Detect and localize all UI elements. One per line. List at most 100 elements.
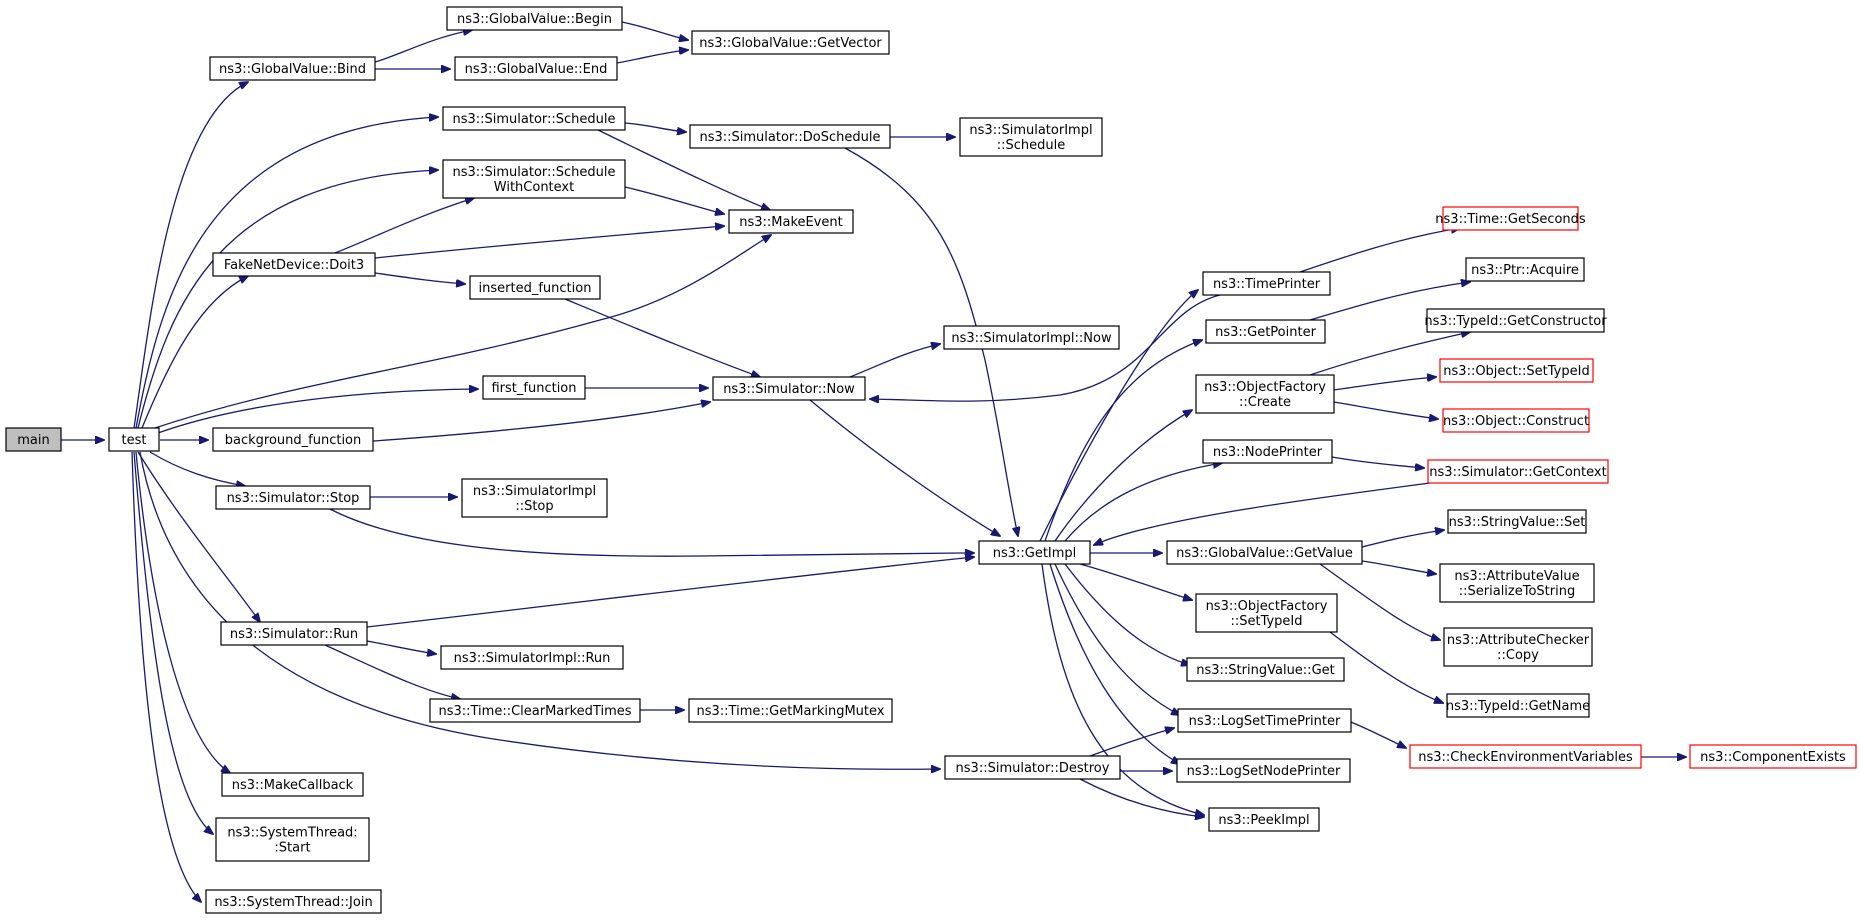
node-box[interactable] xyxy=(959,117,1103,157)
node-box[interactable] xyxy=(978,540,1091,565)
node-typeid_getname[interactable]: ns3::TypeId::GetName xyxy=(1446,693,1590,718)
node-box[interactable] xyxy=(1205,319,1326,344)
node-box[interactable] xyxy=(209,56,376,81)
node-thread_join[interactable]: ns3::SystemThread::Join xyxy=(205,889,382,914)
node-box[interactable] xyxy=(1195,593,1338,633)
node-box[interactable] xyxy=(108,427,160,452)
node-box[interactable] xyxy=(1443,627,1593,667)
node-sim_run[interactable]: ns3::Simulator::Run xyxy=(220,621,368,646)
node-box[interactable] xyxy=(1439,563,1595,603)
node-thread_start[interactable]: ns3::SystemThread::Start xyxy=(215,817,370,862)
node-box[interactable] xyxy=(1208,807,1320,832)
node-inserted_fn[interactable]: inserted_function xyxy=(469,275,601,300)
node-gv_begin[interactable]: ns3::GlobalValue::Begin xyxy=(446,6,623,31)
node-logsetnode[interactable]: ns3::LogSetNodePrinter xyxy=(1176,758,1351,783)
node-box[interactable] xyxy=(1409,744,1642,769)
node-box[interactable] xyxy=(205,889,382,914)
node-box[interactable] xyxy=(212,427,374,452)
node-box[interactable] xyxy=(215,817,370,862)
node-obj_construct[interactable]: ns3::Object::Construct xyxy=(1442,408,1590,433)
node-box[interactable] xyxy=(442,106,626,131)
node-makecallback[interactable]: ns3::MakeCallback xyxy=(221,772,364,797)
node-box[interactable] xyxy=(689,124,891,149)
node-compexists[interactable]: ns3::ComponentExists xyxy=(1689,744,1857,769)
node-getimpl[interactable]: ns3::GetImpl xyxy=(978,540,1091,565)
node-sim_schedule[interactable]: ns3::Simulator::Schedule xyxy=(442,106,626,131)
node-simimpl_now[interactable]: ns3::SimulatorImpl::Now xyxy=(943,325,1120,350)
node-simimpl_stop[interactable]: ns3::SimulatorImpl::Stop xyxy=(461,478,608,518)
node-typeid_getctor[interactable]: ns3::TypeId::GetConstructor xyxy=(1424,308,1607,333)
node-box[interactable] xyxy=(1446,693,1590,718)
node-test[interactable]: test xyxy=(108,427,160,452)
node-box[interactable] xyxy=(446,6,623,31)
node-peekimpl[interactable]: ns3::PeekImpl xyxy=(1208,807,1320,832)
node-box[interactable] xyxy=(1439,358,1594,383)
node-box[interactable] xyxy=(1176,758,1351,783)
node-box[interactable] xyxy=(1447,509,1587,534)
node-box[interactable] xyxy=(1166,540,1363,565)
node-first_fn[interactable]: first_function xyxy=(482,375,586,400)
node-logsettime[interactable]: ns3::LogSetTimePrinter xyxy=(1177,708,1352,733)
node-timeprinter[interactable]: ns3::TimePrinter xyxy=(1202,271,1331,296)
node-box[interactable] xyxy=(1465,257,1585,282)
node-sim_getcontext[interactable]: ns3::Simulator::GetContext xyxy=(1427,459,1609,484)
node-sim_doschedule[interactable]: ns3::Simulator::DoSchedule xyxy=(689,124,891,149)
node-box[interactable] xyxy=(454,56,618,81)
node-box[interactable] xyxy=(1426,308,1605,333)
node-box[interactable] xyxy=(944,755,1121,780)
node-simimpl_run[interactable]: ns3::SimulatorImpl::Run xyxy=(440,645,624,670)
node-gv_end[interactable]: ns3::GlobalValue::End xyxy=(454,56,618,81)
node-box[interactable] xyxy=(1202,271,1331,296)
node-gv_getvalue[interactable]: ns3::GlobalValue::GetValue xyxy=(1166,540,1363,565)
node-box[interactable] xyxy=(688,698,893,723)
node-attrchk_copy[interactable]: ns3::AttributeChecker::Copy xyxy=(1443,627,1593,667)
node-of_create[interactable]: ns3::ObjectFactory::Create xyxy=(1195,374,1335,414)
node-box[interactable] xyxy=(221,772,364,797)
node-time_mutex[interactable]: ns3::Time::GetMarkingMutex xyxy=(688,698,893,723)
node-box[interactable] xyxy=(1186,657,1345,682)
node-sim_destroy[interactable]: ns3::Simulator::Destroy xyxy=(944,755,1121,780)
node-box[interactable] xyxy=(1202,439,1333,464)
node-ptr_acquire[interactable]: ns3::Ptr::Acquire xyxy=(1465,257,1585,282)
node-makeevent[interactable]: ns3::MakeEvent xyxy=(728,209,854,234)
node-box[interactable] xyxy=(5,427,62,452)
node-gv_bind[interactable]: ns3::GlobalValue::Bind xyxy=(209,56,376,81)
node-obj_settypeid[interactable]: ns3::Object::SetTypeId xyxy=(1439,358,1594,383)
node-box[interactable] xyxy=(712,376,866,401)
node-box[interactable] xyxy=(1195,374,1335,414)
node-time_clear[interactable]: ns3::Time::ClearMarkedTimes xyxy=(429,698,641,723)
node-background_fn[interactable]: background_function xyxy=(212,427,374,452)
node-strval_get[interactable]: ns3::StringValue::Get xyxy=(1186,657,1345,682)
node-box[interactable] xyxy=(691,30,890,55)
node-sim_now[interactable]: ns3::Simulator::Now xyxy=(712,376,866,401)
node-box[interactable] xyxy=(943,325,1120,350)
node-sim_stop[interactable]: ns3::Simulator::Stop xyxy=(215,485,371,510)
node-box[interactable] xyxy=(1442,408,1590,433)
node-attrval_ser[interactable]: ns3::AttributeValue::SerializeToString xyxy=(1439,563,1595,603)
node-of_settypeid[interactable]: ns3::ObjectFactory::SetTypeId xyxy=(1195,593,1338,633)
node-getpointer[interactable]: ns3::GetPointer xyxy=(1205,319,1326,344)
node-box[interactable] xyxy=(1689,744,1857,769)
node-box[interactable] xyxy=(1442,206,1579,231)
node-gv_getvector[interactable]: ns3::GlobalValue::GetVector xyxy=(691,30,890,55)
node-time_getseconds[interactable]: ns3::Time::GetSeconds xyxy=(1435,206,1586,231)
node-nodeprinter[interactable]: ns3::NodePrinter xyxy=(1202,439,1333,464)
node-box[interactable] xyxy=(442,159,626,199)
node-box[interactable] xyxy=(215,485,371,510)
node-main[interactable]: main xyxy=(5,427,62,452)
node-box[interactable] xyxy=(469,275,601,300)
node-fake_doit3[interactable]: FakeNetDevice::Doit3 xyxy=(212,252,376,277)
node-box[interactable] xyxy=(482,375,586,400)
node-strval_set[interactable]: ns3::StringValue::Set xyxy=(1447,509,1587,534)
node-box[interactable] xyxy=(728,209,854,234)
node-box[interactable] xyxy=(429,698,641,723)
node-box[interactable] xyxy=(1427,459,1609,484)
node-box[interactable] xyxy=(440,645,624,670)
node-box[interactable] xyxy=(1177,708,1352,733)
node-simimpl_schedule[interactable]: ns3::SimulatorImpl::Schedule xyxy=(959,117,1103,157)
node-box[interactable] xyxy=(220,621,368,646)
node-box[interactable] xyxy=(461,478,608,518)
node-checkenv[interactable]: ns3::CheckEnvironmentVariables xyxy=(1409,744,1642,769)
node-box[interactable] xyxy=(212,252,376,277)
